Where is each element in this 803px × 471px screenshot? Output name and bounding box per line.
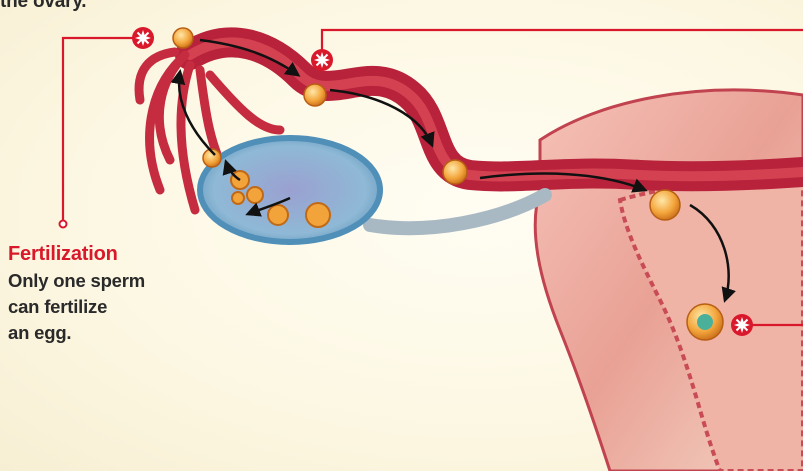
fertilization-callout-line: can fertilize xyxy=(8,294,168,320)
fertilization-callout-body: Only one sperm can fertilize an egg. xyxy=(8,268,168,346)
ovary-caption-fragment: the ovary. xyxy=(0,0,86,13)
fertilization-callout-line: Only one sperm xyxy=(8,268,168,294)
starburst-marker-icon xyxy=(731,314,753,336)
starburst-marker-icon xyxy=(311,49,333,71)
starburst-marker-icon xyxy=(132,27,154,49)
fertilization-callout-title: Fertilization xyxy=(8,243,118,266)
fertilization-callout-line: an egg. xyxy=(8,320,168,346)
